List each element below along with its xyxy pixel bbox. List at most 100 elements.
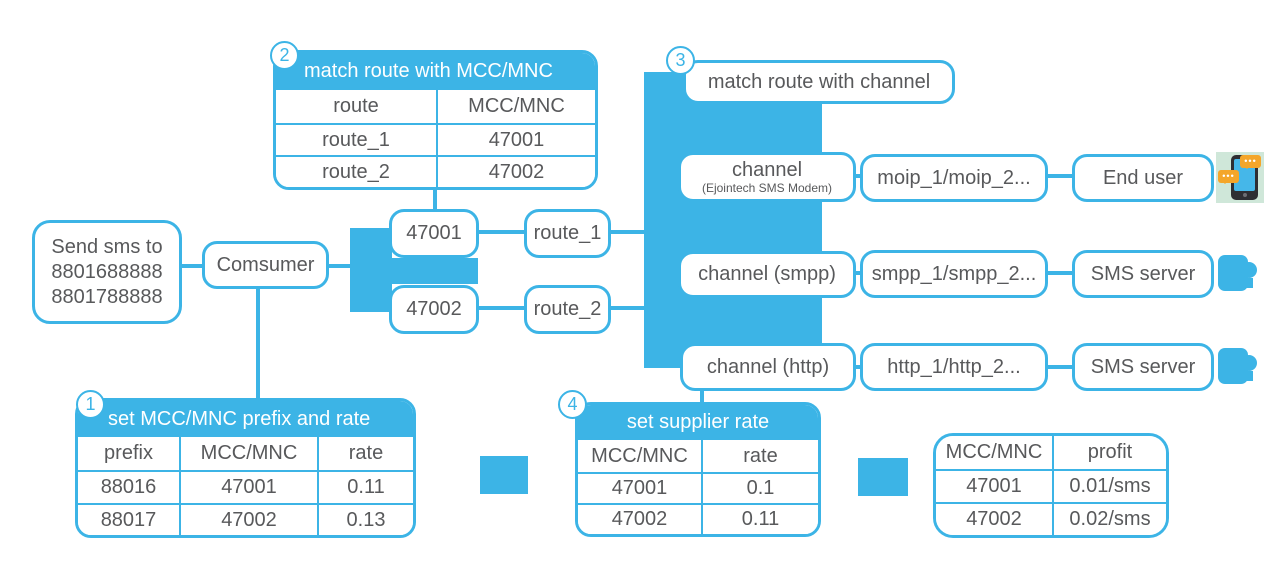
node-http-list: http_1/http_2... [860, 343, 1048, 391]
connector-route2-bar [609, 306, 646, 310]
table-supplier-rate: set supplier rate MCC/MNC rate 47001 0.1… [575, 402, 821, 537]
mcc-47002-label: 47002 [406, 298, 462, 320]
send-sms-line3: 8801788888 [51, 285, 163, 308]
server-icon [1218, 253, 1264, 295]
consumer-split-block-vertical [350, 228, 392, 312]
node-route-2: route_2 [524, 285, 611, 334]
route-1-label: route_1 [533, 222, 602, 244]
table-cell: 47001 [936, 469, 1052, 502]
connector-consumer-down [256, 287, 260, 400]
node-end-user: End user [1072, 154, 1214, 202]
smpp-list-label: smpp_1/smpp_2... [871, 262, 1037, 285]
column-header: rate [317, 437, 413, 470]
column-header: rate [701, 440, 818, 472]
channel-backbone-bar [644, 72, 822, 368]
table-cell: 88017 [78, 503, 179, 535]
step-badge-1: 1 [76, 390, 105, 419]
step-badge-3-number: 3 [675, 50, 686, 70]
connector-http-server [1046, 365, 1074, 369]
step-badge-1-number: 1 [85, 394, 96, 414]
step-badge-4-number: 4 [567, 394, 578, 414]
column-header: route [276, 90, 436, 123]
step-badge-2-number: 2 [279, 45, 290, 65]
node-sms-server-smpp: SMS server [1072, 250, 1214, 298]
table-cell: 0.01/sms [1052, 469, 1166, 502]
table-route-mcc: match route with MCC/MNC route MCC/MNC r… [273, 50, 598, 190]
table-cell: 0.02/sms [1052, 502, 1166, 535]
end-user-label: End user [1102, 166, 1184, 189]
chat-bubble-icon: ••• [1218, 170, 1239, 184]
column-header: prefix [78, 437, 179, 470]
match-route-with-channel-label: match route with channel [707, 70, 931, 93]
connector-http-list [854, 365, 862, 369]
sms-server-http-label: SMS server [1090, 355, 1196, 378]
connector-http-down [700, 389, 704, 402]
phone-chat-icon: ••• ••• [1216, 152, 1264, 203]
table-cell: route_2 [276, 155, 436, 187]
table-cell: 47002 [936, 502, 1052, 535]
node-route-1: route_1 [524, 209, 611, 258]
connector-47001-route1 [477, 230, 525, 234]
node-send-sms: Send sms to 8801688888 8801788888 [32, 220, 182, 324]
channel-modem-label: channel [731, 159, 803, 181]
connector-moip-enduser [1046, 174, 1074, 178]
table-route-mcc-title: match route with MCC/MNC [276, 53, 595, 90]
table-cell: 47001 [179, 470, 317, 503]
table-prefix-rate-title: set MCC/MNC prefix and rate [78, 401, 413, 437]
moip-list-label: moip_1/moip_2... [877, 166, 1031, 189]
column-header: MCC/MNC [179, 437, 317, 470]
sms-server-smpp-label: SMS server [1090, 262, 1196, 285]
node-match-route-with-channel: match route with channel [683, 60, 955, 104]
table-cell: 0.11 [701, 503, 818, 534]
table-cell: 88016 [78, 470, 179, 503]
table-cell: 47001 [436, 123, 595, 155]
connector-route1-bar [609, 230, 646, 234]
step-badge-2: 2 [270, 41, 299, 70]
phone-home-button-icon [1243, 193, 1247, 197]
table-cell: 47001 [578, 472, 701, 503]
node-consumer: Comsumer [202, 241, 329, 289]
server-foot-icon [1243, 371, 1253, 381]
arrow-block-2 [858, 458, 908, 496]
http-list-label: http_1/http_2... [887, 355, 1021, 378]
server-foot-icon [1243, 278, 1253, 288]
table-title-text: set MCC/MNC prefix and rate [108, 407, 371, 430]
connector-table2-down [433, 188, 437, 212]
table-cell: route_1 [276, 123, 436, 155]
table-profit: MCC/MNC profit 47001 0.01/sms 47002 0.02… [933, 433, 1169, 538]
connector-modem-moip [854, 174, 862, 178]
consumer-split-block-horizontal [391, 258, 478, 284]
route-2-label: route_2 [533, 298, 602, 320]
send-sms-line1: Send sms to [51, 235, 163, 258]
column-header: MCC/MNC [578, 440, 701, 472]
table-cell: 0.11 [317, 470, 413, 503]
column-header: MCC/MNC [936, 436, 1052, 469]
table-prefix-rate: set MCC/MNC prefix and rate prefix MCC/M… [75, 398, 416, 538]
table-title-text: match route with MCC/MNC [304, 60, 553, 82]
node-mcc-47001: 47001 [389, 209, 479, 258]
server-icon [1218, 346, 1264, 388]
node-moip-list: moip_1/moip_2... [860, 154, 1048, 202]
node-channel-smpp: channel (smpp) [678, 251, 856, 298]
column-header: MCC/MNC [436, 90, 595, 123]
arrow-block-1 [480, 456, 528, 494]
table-cell: 0.13 [317, 503, 413, 535]
table-cell: 47002 [436, 155, 595, 187]
node-smpp-list: smpp_1/smpp_2... [860, 250, 1048, 298]
chat-bubble-icon: ••• [1240, 155, 1261, 169]
connector-47002-route2 [477, 306, 525, 310]
step-badge-4: 4 [558, 390, 587, 419]
connector-smpp-server [1046, 271, 1074, 275]
connector-send-consumer [178, 264, 204, 268]
node-sms-server-http: SMS server [1072, 343, 1214, 391]
mcc-47001-label: 47001 [406, 222, 462, 244]
node-channel-http: channel (http) [680, 343, 856, 391]
server-knob-icon [1241, 355, 1257, 371]
consumer-label: Comsumer [216, 253, 315, 276]
send-sms-line2: 8801688888 [51, 260, 163, 283]
connector-consumer-block [326, 264, 352, 268]
channel-modem-sublabel: (Ejointech SMS Modem) [701, 181, 833, 195]
connector-smpp-list [854, 271, 862, 275]
table-supplier-rate-title: set supplier rate [578, 405, 818, 440]
column-header: profit [1052, 436, 1166, 469]
